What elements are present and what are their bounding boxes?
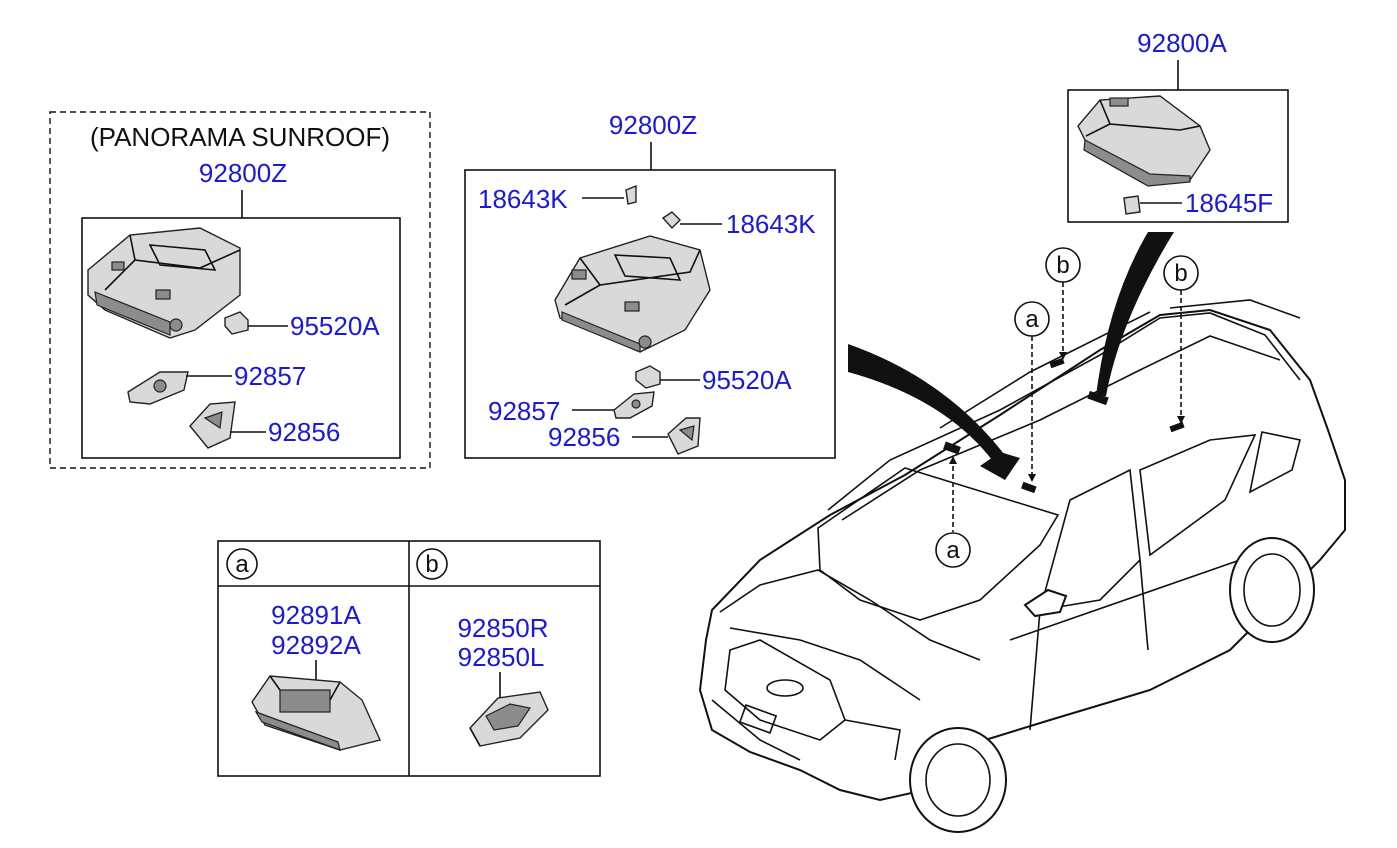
standard-bulb-1-number[interactable]: 18643K — [478, 184, 568, 214]
standard-bulb-1-part — [625, 184, 637, 205]
standard-lens-a-number[interactable]: 92857 — [488, 396, 560, 426]
legend-a-part-1-number[interactable]: 92891A — [271, 600, 361, 630]
roof-lamp-b2-marker — [1169, 421, 1185, 433]
leader-wedge-rear — [1096, 232, 1174, 396]
legend-table: a b 92891A 92892A 92850R 92850L — [217, 540, 601, 777]
legend-a-part-2-number[interactable]: 92892A — [271, 630, 361, 660]
panorama-switch-number[interactable]: 95520A — [290, 311, 380, 341]
panorama-dashed-frame — [49, 111, 431, 469]
rear-lamp-bulb-part — [1123, 195, 1141, 215]
roof-lamp-front-marker — [943, 441, 961, 455]
legend-b-part-1-number[interactable]: 92850R — [457, 613, 548, 643]
panorama-lens-b-part — [189, 401, 236, 449]
callout-a-front[interactable]: a — [935, 532, 971, 568]
standard-assembly-box — [464, 169, 836, 459]
legend-b-lamp-part — [469, 691, 549, 747]
roof-lamp-rear-marker — [1087, 390, 1109, 406]
callout-a-roof[interactable]: a — [1014, 301, 1050, 337]
roof-lamp-b1-marker — [1049, 357, 1065, 369]
panorama-overhead-console — [87, 227, 241, 339]
callout-b-roof-front[interactable]: b — [1045, 247, 1081, 283]
standard-lens-b-part — [667, 417, 701, 455]
roof-lamp-a-marker — [1021, 481, 1037, 494]
legend-a-lamp-part — [251, 675, 381, 751]
svg-text:a: a — [946, 537, 960, 564]
legend-b-letter: b — [425, 551, 438, 578]
rear-lamp-assembly-number[interactable]: 92800A — [1137, 28, 1227, 58]
standard-lens-b-number[interactable]: 92856 — [548, 422, 620, 452]
leader-wedge-front — [848, 344, 1010, 468]
standard-bulb-2-number[interactable]: 18643K — [726, 209, 816, 239]
standard-lens-a-part — [613, 391, 655, 419]
panorama-lens-a-number[interactable]: 92857 — [234, 361, 306, 391]
rear-lamp-assembly-box — [1067, 89, 1289, 223]
panorama-heading: (PANORAMA SUNROOF) — [90, 122, 390, 152]
standard-switch-number[interactable]: 95520A — [702, 365, 792, 395]
panorama-assembly-box — [81, 217, 401, 459]
svg-text:a: a — [1025, 306, 1039, 333]
rear-lamp-housing-part — [1077, 95, 1211, 187]
panorama-lens-b-number[interactable]: 92856 — [268, 417, 340, 447]
standard-assembly-number[interactable]: 92800Z — [609, 110, 697, 140]
rear-lamp-group: 92800A 18645F — [1067, 28, 1289, 223]
vehicle-illustration — [698, 299, 1346, 833]
standard-bulb-2-part — [661, 211, 681, 230]
panorama-group: (PANORAMA SUNROOF) 92800Z 95520A 92857 — [49, 111, 431, 469]
rear-lamp-bulb-number[interactable]: 18645F — [1185, 188, 1273, 218]
standard-switch-part — [635, 365, 661, 389]
standard-group: 92800Z 18643K 18643K 95520A 92857 — [464, 110, 836, 459]
legend-b-circle — [416, 548, 448, 580]
panorama-lens-a-part — [127, 371, 189, 405]
legend-a-letter: a — [235, 551, 249, 578]
panorama-switch-part — [224, 311, 249, 335]
svg-text:b: b — [1174, 260, 1187, 287]
legend-a-circle — [226, 548, 258, 580]
standard-overhead-console — [554, 235, 711, 353]
panorama-assembly-number[interactable]: 92800Z — [199, 158, 287, 188]
legend-b-part-2-number[interactable]: 92850L — [458, 642, 545, 672]
svg-text:b: b — [1056, 252, 1069, 279]
callout-b-roof-rear[interactable]: b — [1163, 255, 1199, 291]
